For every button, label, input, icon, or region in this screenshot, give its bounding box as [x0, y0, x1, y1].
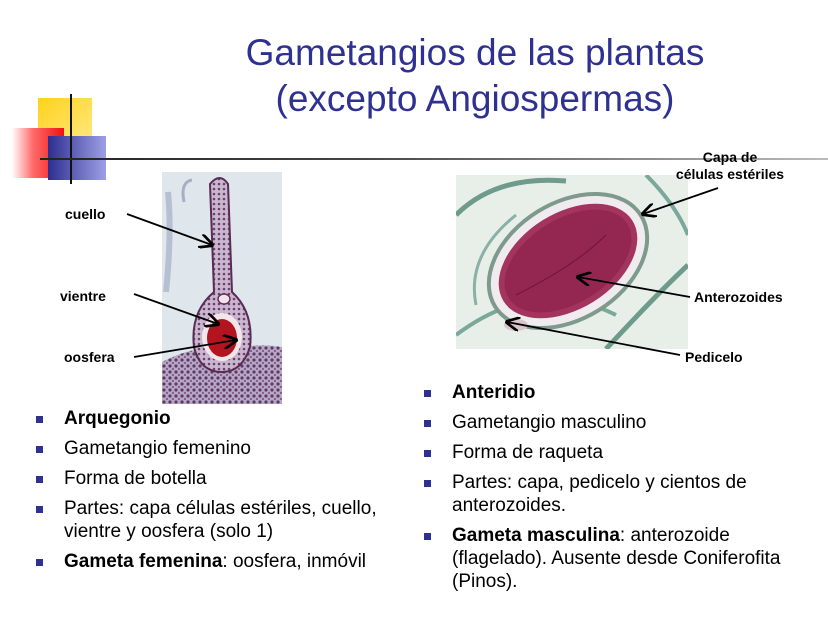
- bullet-square-icon: [424, 390, 431, 397]
- anteridio-item-4-rest: : anterozoide (flagelado). Ausente desde…: [452, 525, 781, 592]
- list-item: Partes: capa, pedicelo y cientos de ante…: [422, 471, 807, 517]
- arrow-vientre: [133, 293, 218, 324]
- list-item: Partes: capa células estériles, cuello, …: [34, 497, 424, 543]
- anteridio-heading: Anteridio: [452, 382, 536, 403]
- list-item: Gametangio masculino: [422, 411, 807, 434]
- bullet-square-icon: [36, 416, 43, 423]
- arquegonio-item-2: Forma de botella: [64, 468, 207, 489]
- bullet-square-icon: [36, 476, 43, 483]
- arrow-oosfera: [133, 340, 236, 358]
- anteridio-item-1: Gametangio masculino: [452, 412, 647, 433]
- bullet-square-icon: [36, 506, 43, 513]
- bullet-square-icon: [424, 420, 431, 427]
- list-item: Anteridio: [422, 381, 807, 404]
- list-item: Gameta masculina: anterozoide (flagelado…: [422, 524, 807, 593]
- arrow-pedicelo: [507, 322, 681, 356]
- list-item: Gameta femenina: oosfera, inmóvil: [34, 550, 424, 573]
- arrow-anterozoides: [578, 277, 691, 298]
- bullet-square-icon: [424, 450, 431, 457]
- slide-title-line2: (excepto Angiospermas): [275, 78, 675, 119]
- list-item: Forma de botella: [34, 467, 424, 490]
- arquegonio-heading: Arquegonio: [64, 408, 171, 429]
- title-underline: [40, 158, 828, 160]
- bullet-square-icon: [424, 480, 431, 487]
- decor-vertical-line: [70, 94, 72, 184]
- slide-title: Gametangios de las plantas (excepto Angi…: [150, 30, 800, 122]
- arquegonio-item-3: Partes: capa células estériles, cuello, …: [64, 498, 377, 542]
- label-pedicelo: Pedicelo: [685, 349, 743, 365]
- list-item: Gametangio femenino: [34, 437, 424, 460]
- arquegonio-item-1: Gametangio femenino: [64, 438, 251, 459]
- slide-title-line1: Gametangios de las plantas: [245, 32, 705, 73]
- anteridio-bullet-list: Anteridio Gametangio masculino Forma de …: [422, 381, 807, 600]
- label-cuello: cuello: [65, 206, 106, 222]
- label-oosfera: oosfera: [64, 349, 115, 365]
- anteridio-item-3: Partes: capa, pedicelo y cientos de ante…: [452, 472, 747, 516]
- label-capa-line2: células estériles: [675, 166, 785, 182]
- label-anterozoides: Anterozoides: [694, 289, 783, 305]
- list-item: Forma de raqueta: [422, 441, 807, 464]
- anteridio-item-2: Forma de raqueta: [452, 442, 604, 463]
- arrow-capa: [643, 187, 719, 214]
- bullet-square-icon: [36, 559, 43, 566]
- bullet-square-icon: [424, 533, 431, 540]
- label-capa-line1: Capa de: [702, 149, 758, 165]
- label-vientre: vientre: [60, 288, 106, 304]
- anteridio-micrograph: [456, 175, 688, 349]
- anteridio-item-4-bold: Gameta masculina: [452, 525, 620, 546]
- list-item: Arquegonio: [34, 407, 424, 430]
- label-capa: Capa de células estériles: [650, 149, 810, 183]
- arrow-cuello: [126, 213, 212, 245]
- arquegonio-item-4-rest: : oosfera, inmóvil: [222, 551, 367, 572]
- bullet-square-icon: [36, 446, 43, 453]
- arquegonio-item-4-bold: Gameta femenina: [64, 551, 223, 572]
- arquegonio-bullet-list: Arquegonio Gametangio femenino Forma de …: [34, 407, 424, 580]
